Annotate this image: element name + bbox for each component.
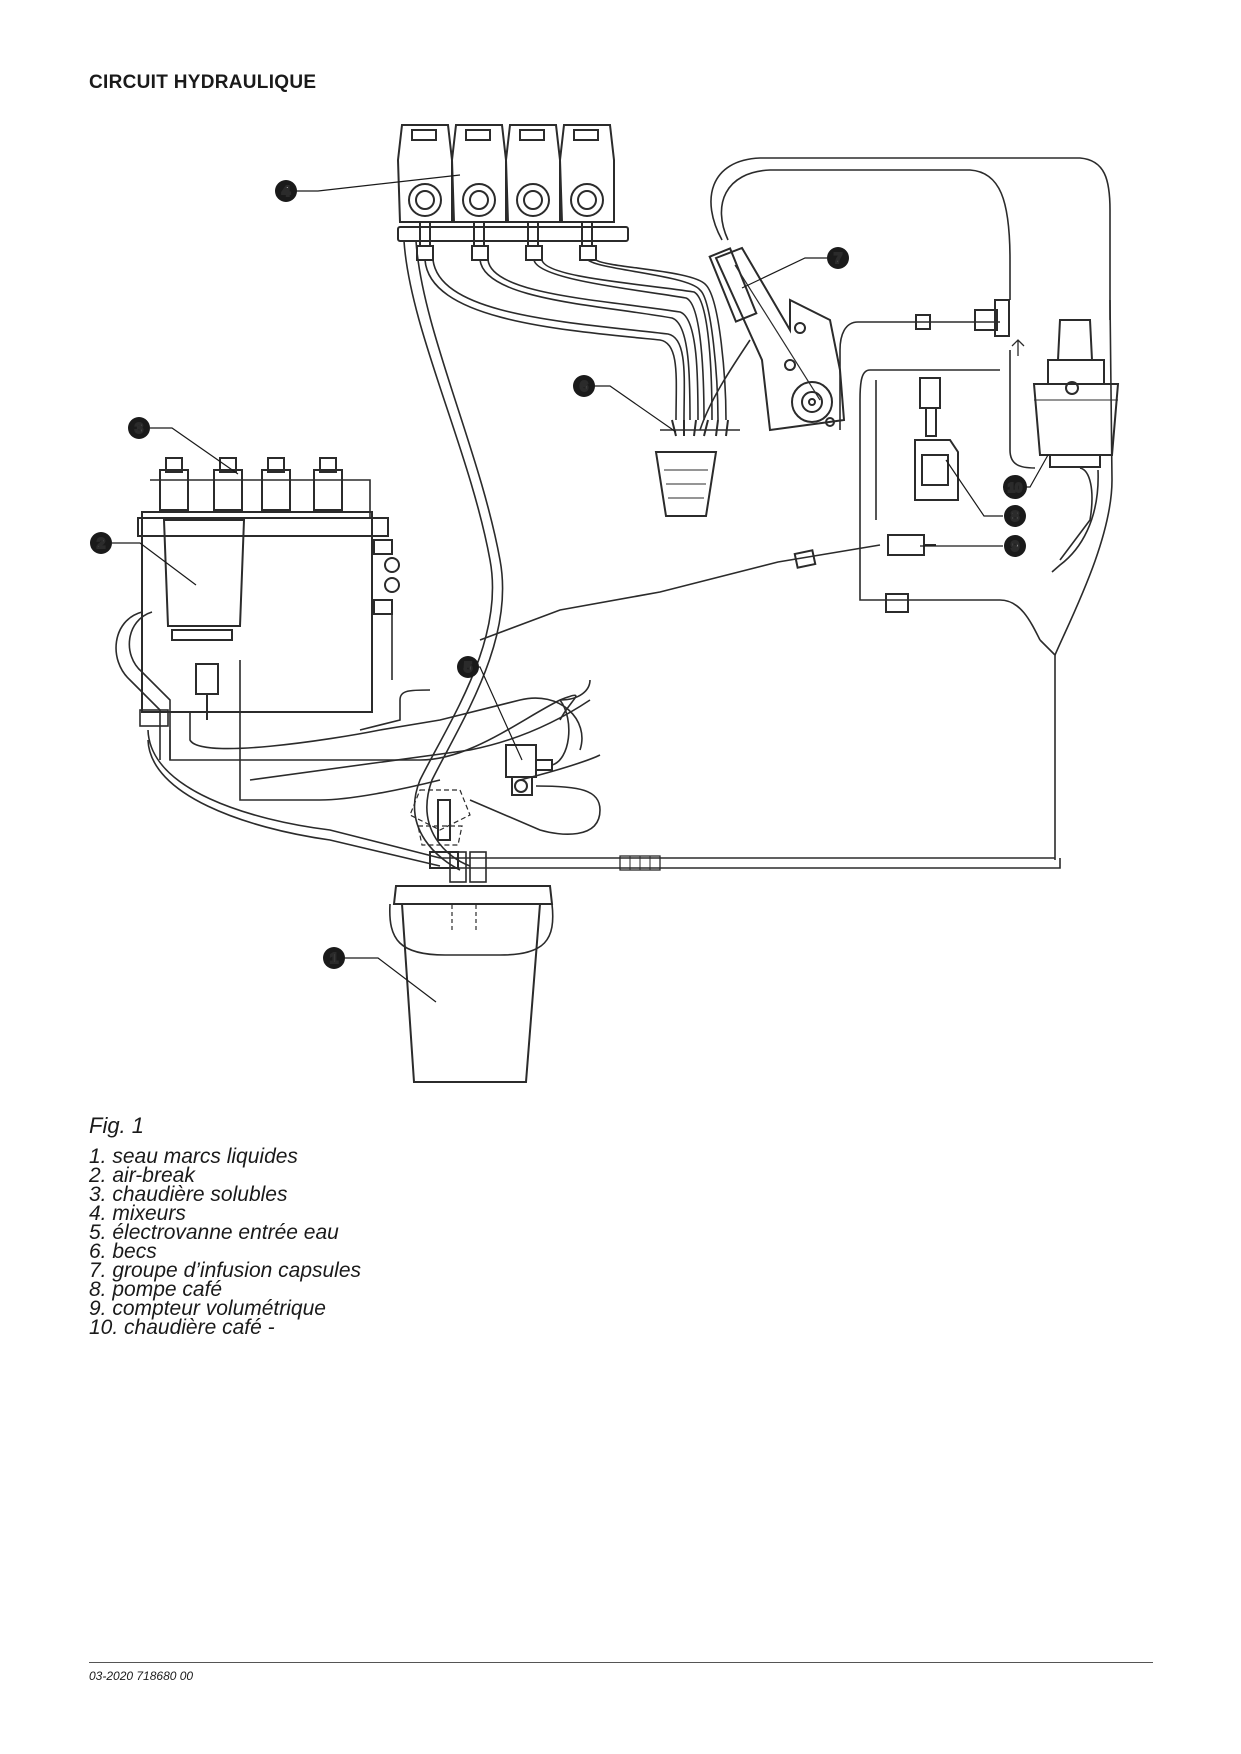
capsule-infusion-group [708,246,846,432]
legend-item: 4. mixeurs [89,1202,186,1225]
callout-label: 1 [330,950,338,967]
coffee-valve [915,299,1025,356]
footer-divider [89,1662,1153,1663]
legend-item: 8. pompe café [89,1278,223,1301]
legend-item: 5. électrovanne entrée eau [89,1221,339,1244]
coffee-boiler [1032,319,1120,573]
legend-item: 7. groupe d’infusion capsules [89,1259,362,1282]
mixer-unit [396,124,453,245]
drain-fitting-detail [409,789,471,846]
figure-caption: Fig. 1 [89,1113,145,1138]
callout-10: 10 [1003,475,1027,499]
water-inlet-valve [469,699,601,835]
callout-9: 9 [1004,535,1026,557]
legend-item: 2. air-break [89,1164,195,1187]
waste-bucket [389,885,554,1083]
legend-item: 3. chaudière solubles [89,1183,288,1206]
callout-3: 3 [128,417,150,439]
callout-label: 8 [1011,508,1019,525]
callout-label: 5 [464,659,472,676]
tube-fitting [885,593,909,613]
legend-item: 9. compteur volumétrique [89,1297,326,1320]
soluble-boiler [137,457,400,713]
mixer-hoses [403,240,727,871]
callout-label: 7 [834,250,842,267]
mixer-unit [450,124,507,245]
callout-label: 6 [580,378,588,395]
coffee-tubes [699,157,1113,860]
callout-4: 4 [275,180,297,202]
mixer-unit [558,124,615,245]
callout-2: 2 [90,532,112,554]
legend-item: 10. chaudière café - [89,1316,275,1339]
callout-label: 4 [282,183,291,200]
callout-label: 10 [1008,480,1022,495]
document-reference: 03-2020 718680 00 [89,1669,194,1683]
callout-6: 6 [573,375,595,397]
callout-7: 7 [827,247,849,269]
spouts [654,419,740,517]
callout-1: 1 [323,947,345,969]
callout-label: 3 [135,420,143,437]
volumetric-counter [479,534,936,641]
mixer-unit [504,124,561,245]
air-break [162,519,246,720]
callout-8: 8 [1004,505,1026,527]
drain-tubes [115,611,601,867]
page-title: CIRCUIT HYDRAULIQUE [89,72,317,93]
callout-label: 2 [97,535,105,552]
main-drain-line [440,851,1061,883]
coffee-pump [914,377,959,501]
hydraulic-circuit-diagram: 1 2 3 4 5 6 7 8 9 10 [90,124,1120,1083]
mixers-group [396,124,629,261]
cup [654,451,718,517]
callout-5: 5 [457,656,479,678]
legend-list: 1. seau marcs liquides 2. air-break 3. c… [89,1145,362,1339]
callout-label: 9 [1011,538,1019,555]
legend-item: 6. becs [89,1240,157,1263]
legend-item: 1. seau marcs liquides [89,1145,298,1168]
